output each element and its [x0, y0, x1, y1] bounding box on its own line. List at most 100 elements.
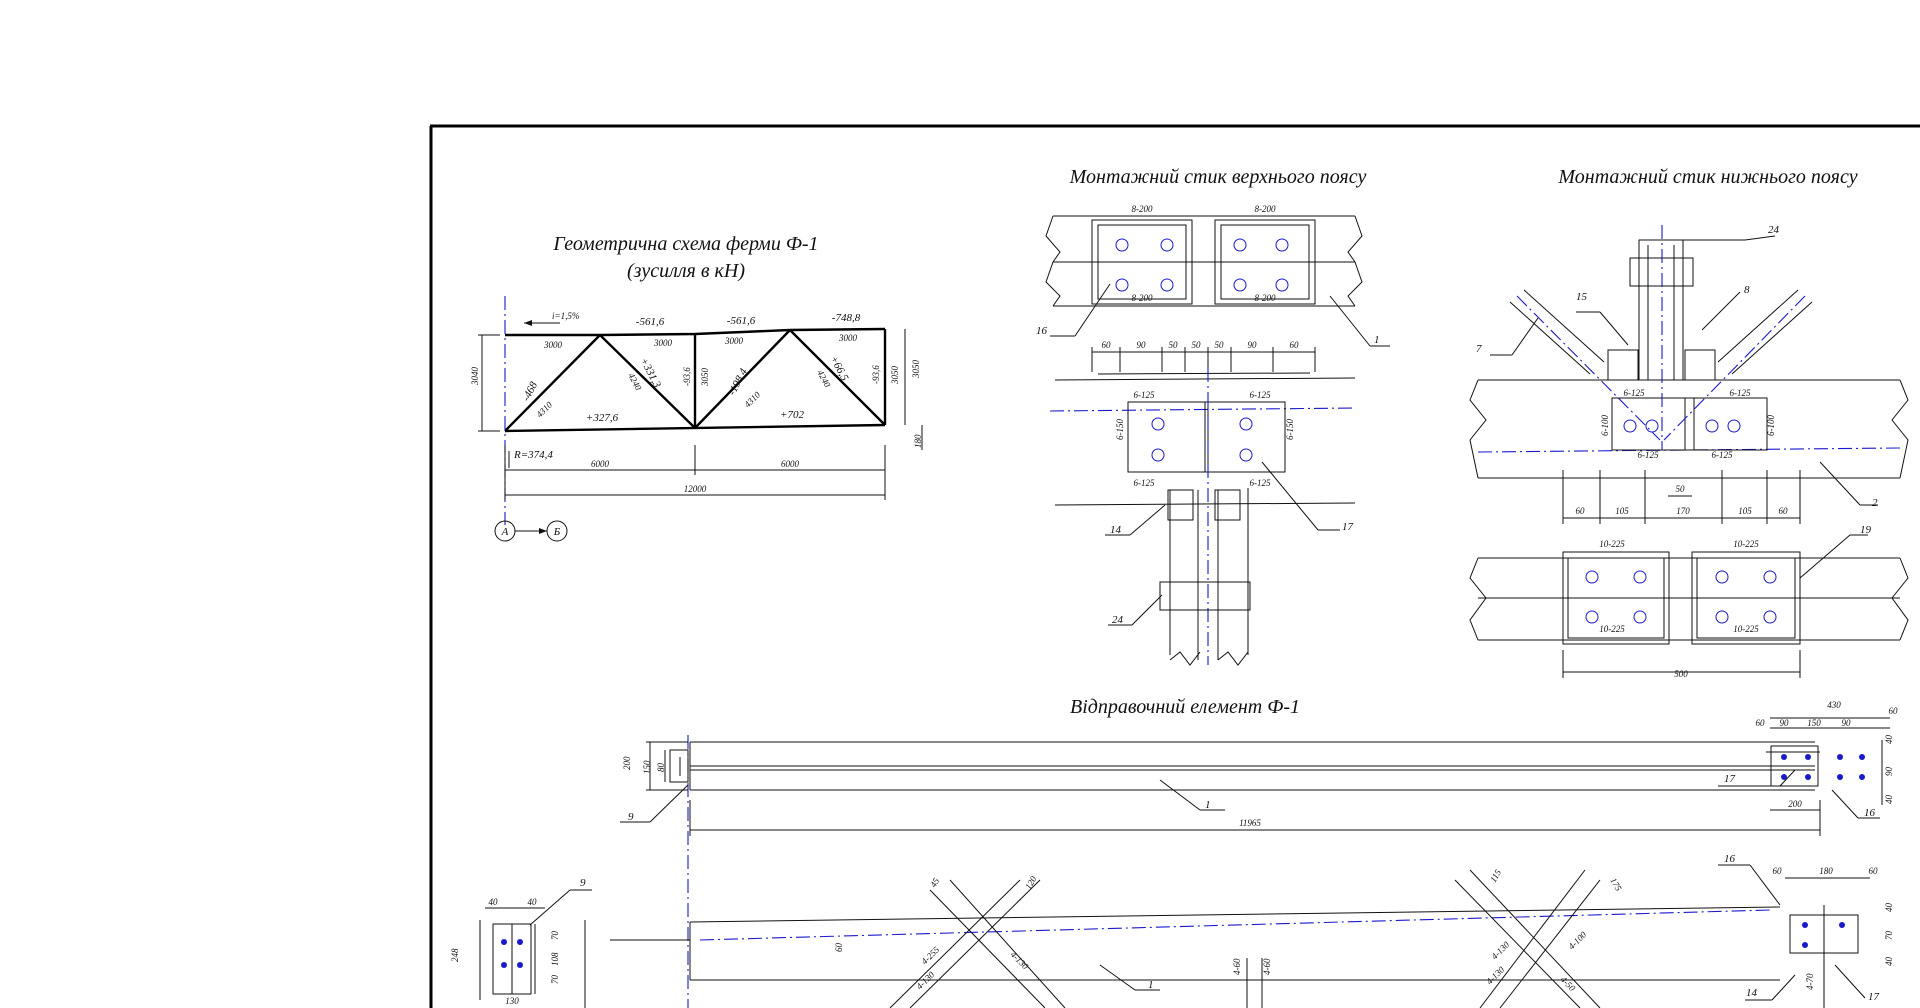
truss-total-span: 12000 [684, 484, 707, 494]
truss-span-2: 6000 [781, 459, 800, 469]
axis-a-label: А [501, 526, 509, 538]
truss-scheme: Геометрична схема ферми Ф-1 (зусилля в к… [470, 233, 923, 542]
top-elev-weld-4: 6-150 [1285, 419, 1295, 440]
bottom-dim-4: 105 [1738, 506, 1752, 516]
top-callout-17: 17 [1342, 521, 1354, 533]
truss-diag-force-3: -198,4 [726, 366, 750, 397]
truss-vert-len-1: 3050 [700, 368, 710, 388]
ship-plate-bolts [1781, 754, 1865, 780]
bottom-plan-weld-1: 10-225 [1599, 539, 1625, 549]
bottom-callout-8: 8 [1744, 284, 1750, 296]
ship-callout-17: 17 [1724, 773, 1736, 785]
bottom-weld-2: 6-125 [1730, 388, 1751, 398]
lower-angle-4: 175 [1608, 876, 1624, 893]
ship-callout-9: 9 [628, 811, 634, 823]
lower-offset: 60 [834, 943, 844, 953]
lower-callout-1: 1 [1148, 979, 1154, 991]
top-elev-holes [1151, 417, 1253, 462]
truss-scheme-subtitle: (зусилля в кН) [627, 260, 745, 282]
top-weld-4: 8-200 [1255, 293, 1276, 303]
bottom-elev-holes [1623, 419, 1741, 433]
ship-flange: 150 [642, 760, 652, 774]
top-callout-24: 24 [1112, 614, 1124, 626]
lower-weld-2: 4-130 [1009, 949, 1031, 971]
gusset-dim-5: 70 [1884, 931, 1894, 941]
bottom-gap: 50 [1676, 484, 1686, 494]
bottom-joint-title: Монтажний стик нижнього поясу [1557, 166, 1857, 188]
bottom-callout-7: 7 [1476, 343, 1482, 355]
ship-plate-d1: 60 [1756, 718, 1766, 728]
truss-panel-3: 3000 [724, 336, 744, 346]
top-weld-2: 8-200 [1255, 204, 1276, 214]
top-dim-1: 60 [1102, 340, 1112, 350]
ship-plate-total: 430 [1827, 700, 1841, 710]
gusset-dim-1: 60 [1773, 866, 1783, 876]
bottom-plan-weld-4: 10-225 [1733, 624, 1759, 634]
top-weld-1: 8-200 [1132, 204, 1153, 214]
lower-angle-3: 115 [1488, 867, 1503, 884]
truss-panel-1: 3000 [543, 340, 563, 350]
lower-weld-4: 4-60 [1232, 958, 1242, 975]
top-plan-holes [1115, 238, 1289, 292]
top-dim-3: 50 [1169, 340, 1179, 350]
bottom-weld-1: 6-125 [1624, 388, 1645, 398]
end-dim-4: 108 [550, 952, 560, 966]
end-dim-5: 70 [550, 975, 560, 985]
end-height: 248 [450, 948, 460, 962]
ship-plate-d3: 150 [1807, 718, 1821, 728]
truss-reaction: R=374,4 [513, 449, 553, 461]
top-dim-6: 90 [1248, 340, 1258, 350]
top-elev-weld-1: 6-125 [1134, 390, 1155, 400]
gusset-dim-4: 40 [1884, 903, 1894, 913]
truss-scheme-title: Геометрична схема ферми Ф-1 [552, 233, 818, 255]
lower-weld-8: 4-100 [1566, 929, 1588, 951]
bottom-weld-4: 6-100 [1766, 415, 1776, 436]
ship-side-3: 40 [1884, 795, 1894, 805]
shipping-title: Відправочний елемент Ф-1 [1070, 696, 1300, 718]
top-callout-1: 1 [1374, 334, 1380, 346]
lower-weld-5: 4-60 [1262, 958, 1272, 975]
bottom-dim-1: 60 [1576, 506, 1586, 516]
gusset-dim-2: 180 [1819, 866, 1833, 876]
end-dim-1: 40 [489, 897, 499, 907]
lower-weld-7: 4-130 [1484, 964, 1506, 986]
bottom-callout-24: 24 [1768, 224, 1780, 236]
lower-callout-17: 17 [1868, 991, 1880, 1003]
bottom-callout-15: 15 [1576, 291, 1588, 303]
lower-weld-6: 4-130 [1489, 939, 1511, 961]
truss-vert-force-2: -93,6 [871, 365, 881, 384]
ship-callout-1: 1 [1205, 799, 1211, 811]
end-width: 130 [505, 996, 519, 1006]
bottom-plan-weld-2: 10-225 [1733, 539, 1759, 549]
lower-weld-9: 4-50 [1559, 974, 1578, 993]
top-callout-14: 14 [1110, 524, 1122, 536]
truss-panel-2: 3000 [653, 338, 673, 348]
gusset-dim-3: 60 [1869, 866, 1879, 876]
truss-panel-4: 3000 [838, 333, 858, 343]
bottom-dim-2: 105 [1615, 506, 1629, 516]
truss-bottom-force-1: +327,6 [586, 412, 619, 424]
top-joint-title: Монтажний стик верхнього поясу [1069, 166, 1367, 188]
top-dim-4: 50 [1192, 340, 1202, 350]
bottom-weld-6: 6-125 [1712, 450, 1733, 460]
top-chord-joint: Монтажний стик верхнього поясу 8-200 8-2… [1036, 166, 1390, 666]
top-callout-16: 16 [1036, 325, 1048, 337]
lower-weld-10: 4-70 [1805, 973, 1815, 990]
top-dim-2: 90 [1137, 340, 1147, 350]
ship-plate-d2: 90 [1780, 718, 1790, 728]
lower-weld-1: 4-255 [919, 944, 941, 966]
truss-right-offset: 180 [913, 434, 923, 448]
bottom-plan-width: 500 [1674, 669, 1688, 679]
axis-marker-b [546, 520, 568, 542]
truss-span-1: 6000 [591, 459, 610, 469]
lower-callout-16: 16 [1724, 853, 1736, 865]
gusset-dim-6: 40 [1884, 957, 1894, 967]
lower-callout-14: 14 [1746, 987, 1758, 999]
lower-angle-1: 45 [928, 876, 941, 889]
top-dim-5: 50 [1215, 340, 1225, 350]
truss-height-left: 3040 [470, 367, 480, 387]
top-elev-weld-3: 6-150 [1115, 419, 1125, 440]
bottom-plan-holes [1585, 570, 1777, 624]
bottom-callout-2: 2 [1872, 497, 1878, 509]
truss-top-force-2: -561,6 [727, 315, 756, 327]
